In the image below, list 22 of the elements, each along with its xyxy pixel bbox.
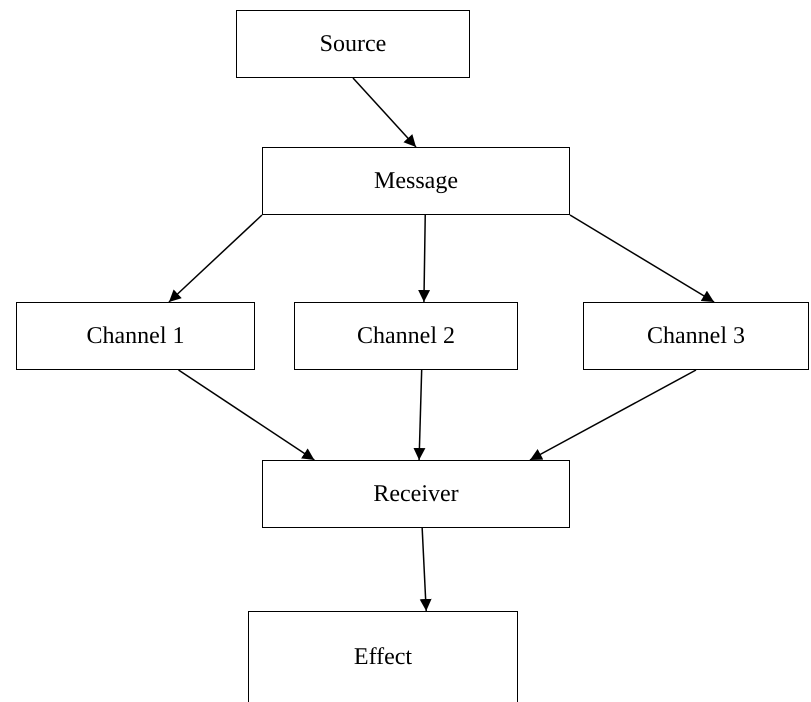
node-label: Channel 1 xyxy=(86,322,184,350)
node-label: Receiver xyxy=(373,480,459,508)
process-box xyxy=(262,147,570,215)
process-box xyxy=(236,10,470,78)
process-box xyxy=(16,302,255,370)
arrow xyxy=(530,369,696,461)
node-label: Channel 2 xyxy=(357,322,455,350)
node-label: Effect xyxy=(354,644,412,670)
arrow xyxy=(413,370,426,460)
process-box xyxy=(262,460,570,528)
arrow xyxy=(418,214,430,302)
node-label: Message xyxy=(374,168,458,194)
node-label: Channel 3 xyxy=(647,322,745,350)
process-box xyxy=(583,302,809,370)
process-box xyxy=(294,302,518,370)
arrow xyxy=(178,369,315,461)
arrow xyxy=(168,214,263,303)
process-box xyxy=(248,611,518,702)
arrow xyxy=(352,78,417,148)
arrow xyxy=(570,214,714,303)
node-label: Source xyxy=(320,30,386,58)
arrow xyxy=(420,528,432,612)
